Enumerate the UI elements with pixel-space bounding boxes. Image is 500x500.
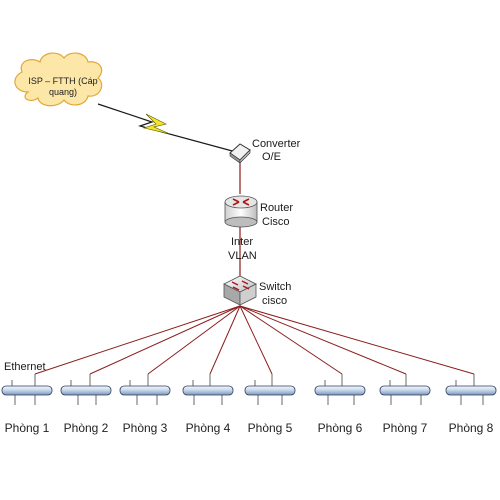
cloud-icon [14,52,103,107]
ethernet-segment: Phòng 7 [379,374,431,435]
switch-icon [223,275,257,306]
router-icon [224,195,258,228]
room-label: Phòng 3 [123,421,168,435]
converter-label-line2: O/E [262,151,281,163]
fanout-link [209,305,241,375]
fanout-link [89,305,241,375]
switch-fanout-links [34,305,475,375]
converter-icon [229,143,251,164]
fanout-link [239,305,475,375]
ethernet-segment: Phòng 8 [445,374,497,435]
ethernet-segment: Phòng 4 [182,374,234,435]
room-label: Phòng 2 [64,421,109,435]
fanout-link [239,305,407,375]
room-label: Phòng 4 [186,421,231,435]
room-label: Phòng 6 [318,421,363,435]
ethernet-segment: Phòng 5 [244,374,296,435]
ethernet-label: Ethernet [4,361,46,373]
router-label-line2: Cisco [262,216,290,228]
ethernet-segment: Phòng 2 [60,374,112,435]
intervlan-label-line1: Inter [231,236,253,248]
ethernet-segments: Phòng 1 Phòng 2 Phòng 3 Phòng 4 Phòng 5 Phòng… [1,374,497,435]
isp-label-line2: quang) [49,87,77,97]
converter-label-line1: Converter [252,138,301,150]
ethernet-segment: Phòng 3 [119,374,171,435]
fanout-link [239,305,273,375]
fanout-link [34,305,241,375]
switch-label-line1: Switch [259,281,291,293]
isp-label-line1: ISP – FTTH (Cáp [28,76,97,86]
fanout-link [147,305,241,375]
fanout-link [239,305,343,375]
lightning-bolt-icon [97,103,237,153]
room-label: Phòng 8 [449,421,494,435]
room-label: Phòng 7 [383,421,428,435]
ethernet-segment: Phòng 1 [1,374,53,435]
room-label: Phòng 1 [5,421,50,435]
ethernet-segment: Phòng 6 [314,374,366,435]
intervlan-label-line2: VLAN [228,250,257,262]
switch-label-line2: cisco [262,295,287,307]
room-label: Phòng 5 [248,421,293,435]
router-label-line1: Router [260,202,293,214]
